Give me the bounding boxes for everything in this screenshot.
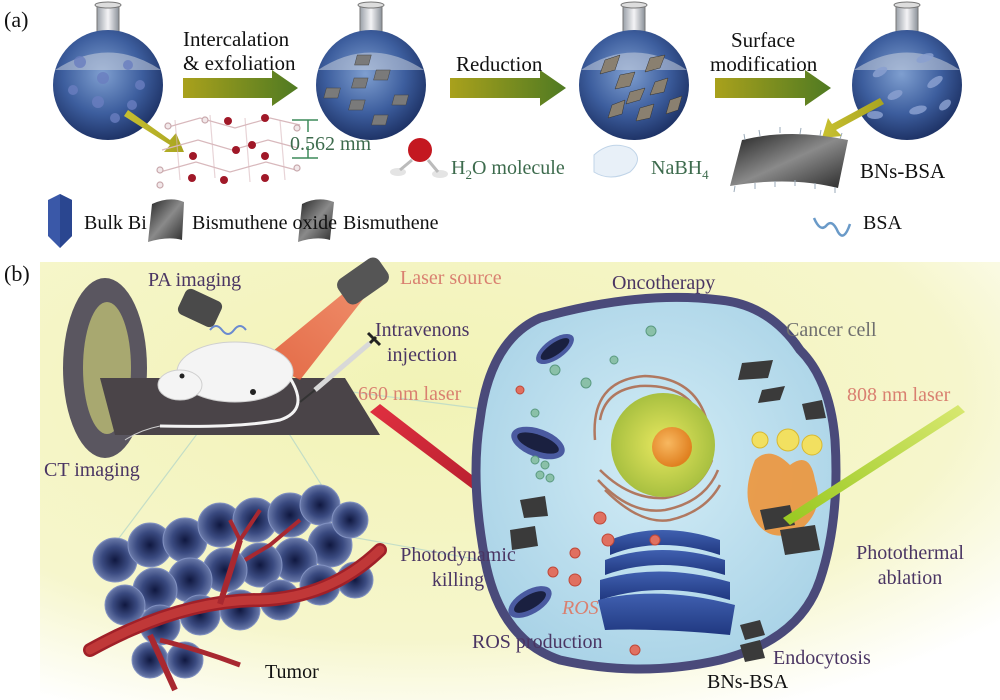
laser-660-label: 660 nm laser: [358, 383, 462, 405]
ros-production-label: ROS production: [472, 631, 603, 653]
step-1-label-line2: & exfoliation: [183, 51, 296, 75]
bismuthene-sheet-icon: [298, 199, 334, 242]
nanosheets: [510, 360, 826, 662]
bns-bsa-label-a: BNs-BSA: [860, 159, 946, 183]
legend-bsa: BSA: [863, 212, 902, 234]
layer-spacing-label: 0.562 mm: [290, 133, 372, 155]
lipid-droplets: [751, 428, 823, 456]
intravenous-label-line2: injection: [387, 344, 457, 366]
step-1-label-line1: Intercalation: [183, 27, 290, 51]
cancer-cell-label: Cancer cell: [786, 319, 877, 341]
photothermal-label-line1: Photothermal: [856, 542, 964, 564]
bsa-wave-icon: [812, 217, 852, 237]
layered-bismuth-structure: [156, 114, 301, 189]
bns-bsa-label-b: BNs-BSA: [707, 671, 789, 693]
step-2-label: Reduction: [456, 52, 543, 76]
pa-imaging-probe: [177, 288, 247, 335]
h2o-label: H2O molecule: [451, 157, 565, 182]
panel-b-label: (b): [4, 261, 30, 286]
pa-imaging-label: PA imaging: [148, 269, 242, 291]
zoom-arrow: [124, 110, 184, 152]
step-arrow-3: [715, 70, 831, 106]
ros-label: ROS: [562, 597, 599, 619]
laser-808-label: 808 nm laser: [847, 384, 951, 406]
spacing-marker: [292, 119, 318, 159]
photodynamic-label-line2: killing: [431, 569, 485, 591]
step-3-label-line2: modification: [710, 52, 818, 76]
legend-bulk-bi: Bulk Bi: [84, 212, 147, 234]
legend-bismuthene-oxide: Bismuthene oxide: [192, 212, 337, 234]
nabh4-label: NaBH4: [651, 157, 709, 182]
tumor: [83, 484, 387, 692]
ct-imaging-label: CT imaging: [44, 459, 140, 481]
mitochondrion: [508, 333, 574, 618]
ros-particles: [515, 385, 661, 656]
photothermal-label-line2: ablation: [877, 567, 943, 589]
step-arrow-2: [450, 70, 566, 106]
laser-source: [262, 257, 389, 380]
syringe: [299, 331, 382, 403]
mouse: [124, 341, 300, 441]
vesicles: [530, 325, 657, 483]
panel-a-label: (a): [4, 7, 29, 32]
photodynamic-label-line1: Photodynamic: [400, 544, 516, 566]
nucleolus: [652, 427, 692, 467]
oncotherapy-label: Oncotherapy: [612, 272, 716, 294]
golgi-apparatus: [598, 530, 735, 635]
flask-bulk-bi: [53, 1, 163, 140]
legend-bismuthene: Bismuthene: [343, 212, 439, 234]
bns-bsa-sheet-icon: [730, 127, 848, 193]
h2o-molecule-icon: [390, 138, 448, 178]
intravenous-label-line1: Intravenons: [375, 319, 470, 341]
tumor-label: Tumor: [265, 661, 319, 683]
nabh4-crystal-icon: [593, 144, 638, 178]
laser-808-beam: [783, 405, 965, 525]
endocytosis-label: Endocytosis: [773, 647, 871, 669]
step-3-label-line1: Surface: [731, 28, 796, 52]
step-arrow-1: [183, 70, 298, 106]
flask-bismuthene-oxide: [316, 1, 426, 140]
bismuthene-oxide-sheet-icon: [148, 199, 184, 242]
zoom-arrow-2: [822, 98, 884, 138]
laser-source-label: Laser source: [400, 267, 502, 289]
bulk-bi-crystal-icon: [48, 194, 72, 248]
flask-bns-bsa: [852, 1, 962, 140]
flask-bismuthene: [579, 1, 689, 140]
